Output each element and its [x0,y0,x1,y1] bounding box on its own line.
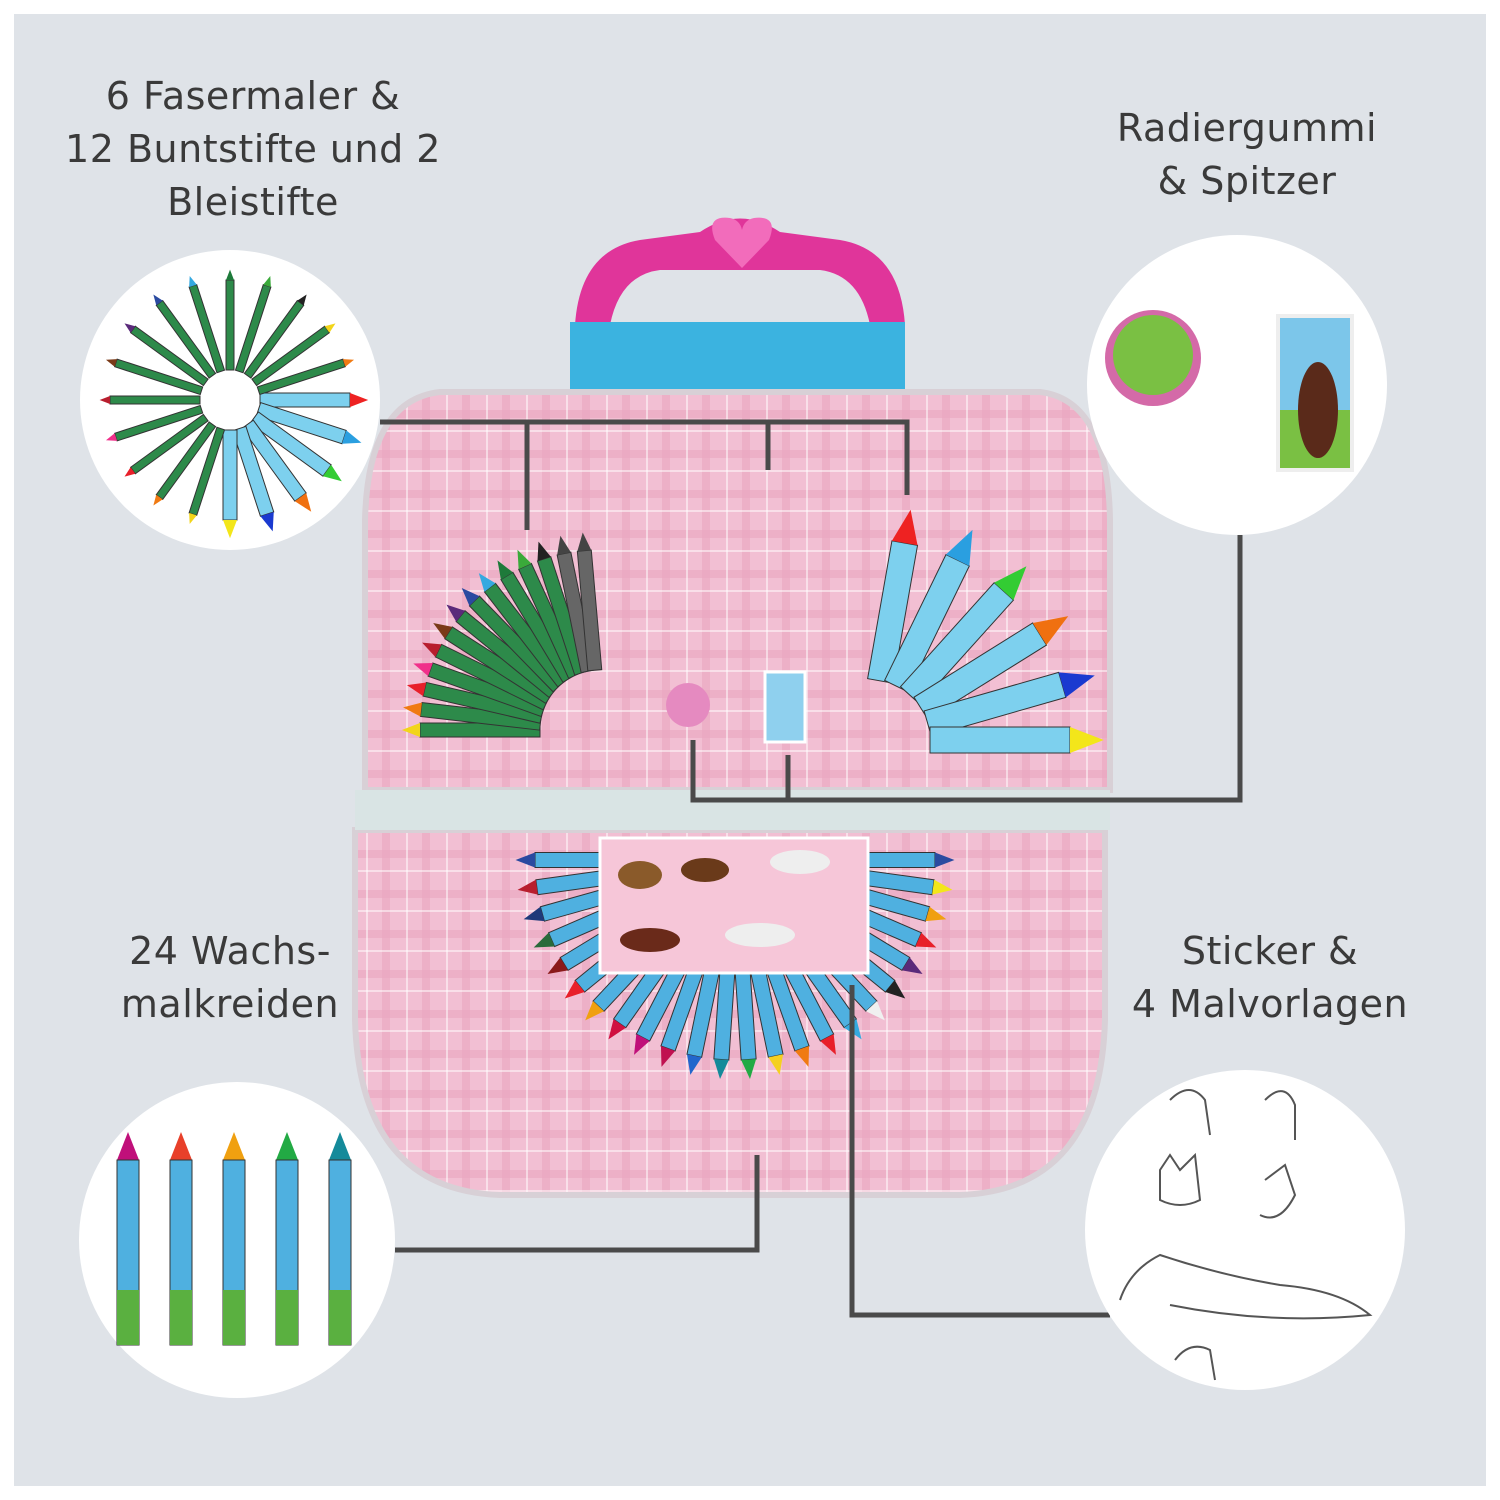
label-line: Radiergummi [1116,106,1378,150]
horse-sticker [770,850,830,874]
colored-pencil [234,275,272,374]
label-line: & Spitzer [1157,159,1337,203]
heart-icon [712,217,772,268]
colored-pencil [256,358,355,396]
wax-crayon [222,1132,246,1346]
felt-tip-marker [899,566,1027,705]
colored-pencil [105,404,204,442]
colored-pencil [99,395,201,405]
wax-crayon [328,1132,352,1346]
colored-pencil [188,426,226,525]
colored-pencil [105,358,204,396]
label-line: 12 Buntstifte und 2 [65,127,441,171]
felt-tip-marker [923,671,1095,737]
sharpener [666,683,710,727]
eraser-sharpener-label: Radiergummi & Spitzer [1047,102,1447,208]
felt-tip-marker [241,419,312,512]
horse-sticker [620,928,680,952]
colored-pencil [153,294,217,379]
colored-pencil [243,294,307,379]
coloring-template-sketches [1119,1089,1373,1381]
felt-tip-marker [259,392,369,408]
eraser [763,670,807,744]
eraser-horse-print [1298,362,1338,458]
felt-tip-marker [231,425,275,532]
horse-sticker [618,861,662,889]
felt-tip-marker [249,411,342,482]
felt-tip-marker [913,616,1069,720]
colored-pencil [153,421,217,506]
felt-tip-marker [883,529,973,693]
graphite-pencil [576,532,603,672]
colored-pencil [225,269,235,371]
label-line: 4 Malvorlagen [1131,982,1409,1026]
label-line: 6 Fasermaler & [105,74,401,118]
colored-pencil [124,413,209,477]
felt-tip-marker [255,401,362,445]
label-line: Sticker & [1181,929,1359,973]
case-handle [570,217,905,392]
connector-lines [380,419,1243,1318]
horse-sticker [725,923,795,947]
case-lid [570,322,905,392]
colored-pencil [124,323,209,387]
markers-pencils-detail-circle [80,250,380,550]
wax-crayon [275,1132,299,1346]
wax-crayon [169,1132,193,1346]
sticker-sheet [598,836,870,975]
label-line: 24 Wachs- [129,929,331,973]
coloring-templates-detail-circle [1085,1070,1405,1390]
felt-tip-marker [222,429,238,539]
felt-tip-marker [867,509,919,684]
markers-pencils-label: 6 Fasermaler & 12 Buntstifte und 2 Bleis… [53,70,453,229]
felt-tip-marker [929,726,1104,754]
colored-pencil [188,275,226,374]
label-line: malkreiden [120,982,340,1026]
wax-crayon [116,1132,140,1346]
case-hinge [355,790,1110,830]
label-line: Bleistifte [167,180,339,224]
colored-pencil [251,323,336,387]
stickers-templates-label: Sticker & 4 Malvorlagen [1070,925,1470,1031]
horse-sticker [681,858,729,882]
crayons-label: 24 Wachs- malkreiden [30,925,430,1031]
sharpener-horse-print [1113,315,1193,395]
